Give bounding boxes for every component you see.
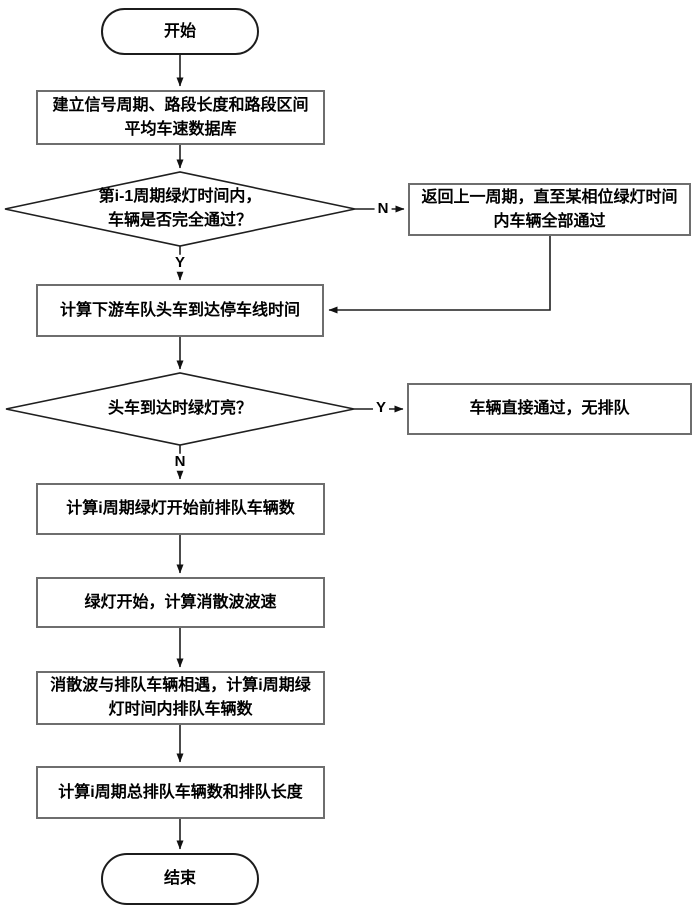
decision-prev-cycle-line2: 车辆是否完全通过？ xyxy=(107,212,252,229)
build-db-line2: 平均车速数据库 xyxy=(124,120,237,138)
decision-green-on-arrival-text: 头车到达时绿灯亮？ xyxy=(30,383,330,435)
end-node: 结束 xyxy=(101,853,259,905)
decision1-yes-label: Y xyxy=(171,254,189,272)
calc-total-queue-node: 计算i周期总排队车辆数和排队长度 xyxy=(36,766,325,819)
return-prev-cycle-line1: 返回上一周期，直至某相位绿灯时间 xyxy=(421,188,678,206)
pass-no-queue-label: 车辆直接通过，无排队 xyxy=(469,400,630,417)
end-label: 结束 xyxy=(163,870,196,887)
green-start-wave-speed-label: 绿灯开始，计算消散波波速 xyxy=(84,593,277,611)
calc-queue-before-green-node: 计算i周期绿灯开始前排队车辆数 xyxy=(36,483,325,535)
wave-meets-queue-line1: 消散波与排队车辆相遇，计算i周期绿 xyxy=(50,677,311,694)
decision2-no-label: N xyxy=(171,453,189,471)
wave-meets-queue-node: 消散波与排队车辆相遇，计算i周期绿 灯时间内排队车辆数 xyxy=(36,671,325,725)
calc-arrival-time-label: 计算下游车队头车到达停车线时间 xyxy=(59,301,300,319)
build-db-node: 建立信号周期、路段长度和路段区间 平均车速数据库 xyxy=(36,90,325,145)
decision2-yes-label: Y xyxy=(372,399,390,417)
green-start-wave-speed-node: 绿灯开始，计算消散波波速 xyxy=(36,577,325,628)
decision-prev-cycle-line1: 第i-1周期绿灯时间内， xyxy=(98,188,262,205)
pass-no-queue-node: 车辆直接通过，无排队 xyxy=(407,383,692,435)
return-prev-cycle-node: 返回上一周期，直至某相位绿灯时间 内车辆全部通过 xyxy=(408,183,691,236)
calc-total-queue-label: 计算i周期总排队车辆数和排队长度 xyxy=(58,783,303,801)
wave-meets-queue-line2: 灯时间内排队车辆数 xyxy=(108,701,253,718)
return-prev-cycle-line2: 内车辆全部通过 xyxy=(493,212,606,230)
decision1-no-label: N xyxy=(374,200,392,218)
start-label: 开始 xyxy=(163,22,196,40)
decision-prev-cycle-text: 第i-1周期绿灯时间内， 车辆是否完全通过？ xyxy=(30,175,330,243)
calc-arrival-time-node: 计算下游车队头车到达停车线时间 xyxy=(36,284,324,337)
edge-return-prev-to-calc-arrival xyxy=(328,236,551,314)
calc-queue-before-green-label: 计算i周期绿灯开始前排队车辆数 xyxy=(66,500,295,517)
build-db-line1: 建立信号周期、路段长度和路段区间 xyxy=(52,96,309,114)
decision-green-on-arrival-label: 头车到达时绿灯亮？ xyxy=(107,400,252,417)
start-node: 开始 xyxy=(101,8,259,55)
